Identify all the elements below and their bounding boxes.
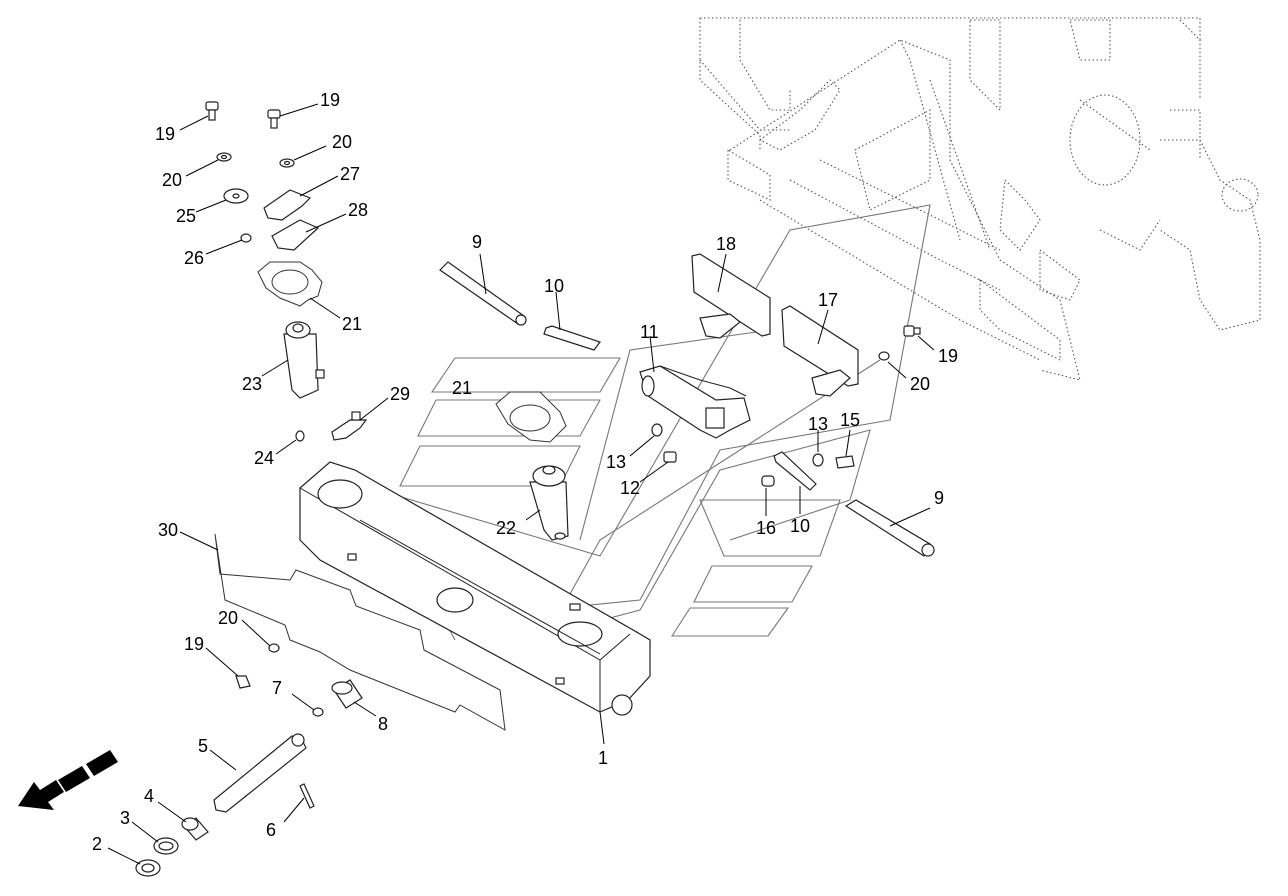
assembly-guide-lines <box>379 204 931 643</box>
pin-9-b <box>844 499 935 557</box>
callout-15: 15 <box>840 410 860 430</box>
cylinder-22 <box>529 465 569 541</box>
ring-13-b <box>812 453 824 467</box>
callout-16: 16 <box>756 518 776 538</box>
bracket-29 <box>331 411 368 441</box>
callout-10: 10 <box>544 276 564 296</box>
gasket-21-b <box>495 391 567 443</box>
ring-3 <box>153 837 179 855</box>
callout-20: 20 <box>218 608 238 628</box>
callout-19: 19 <box>320 90 340 110</box>
callout-25: 25 <box>176 206 196 226</box>
callout-30: 30 <box>158 520 178 540</box>
callout-9: 9 <box>472 232 482 252</box>
fitting-12 <box>663 451 677 463</box>
callout-28: 28 <box>348 200 368 220</box>
fitting-24 <box>295 430 305 442</box>
nut-2 <box>135 859 161 877</box>
washer-20-c <box>878 351 890 361</box>
callout-6: 6 <box>266 820 276 840</box>
bracket-28 <box>271 219 320 251</box>
callout-27: 27 <box>340 164 360 184</box>
callout-12: 12 <box>620 478 640 498</box>
callout-7: 7 <box>272 678 282 698</box>
callout-19: 19 <box>938 346 958 366</box>
washer-20-b <box>279 158 295 168</box>
washer-20-a <box>216 152 232 162</box>
callout-9: 9 <box>934 488 944 508</box>
callout-11: 11 <box>640 322 659 342</box>
main-beam-part-1 <box>299 461 651 716</box>
leader-lines <box>107 103 935 865</box>
link-10-a <box>543 325 601 351</box>
link-10-b <box>773 451 817 491</box>
callout-labels: 19 19 20 20 27 25 28 26 21 23 29 24 9 10… <box>92 90 958 854</box>
callout-29: 29 <box>390 384 410 404</box>
bracket-27 <box>263 189 312 221</box>
machine-frame-background <box>699 17 1261 381</box>
pin-15 <box>835 455 855 469</box>
callout-13: 13 <box>808 414 828 434</box>
washer-20-d <box>268 643 280 653</box>
callout-8: 8 <box>378 714 388 734</box>
callout-10: 10 <box>790 516 810 536</box>
bolt-19-a <box>205 101 219 121</box>
callout-20: 20 <box>162 170 182 190</box>
bolt-19-c <box>903 325 921 337</box>
callout-1: 1 <box>598 748 608 768</box>
forward-direction-arrow-icon <box>18 750 118 810</box>
callout-20: 20 <box>332 132 352 152</box>
grease-fitting-7 <box>312 707 324 717</box>
bushing-8 <box>331 679 363 709</box>
plate-18 <box>691 253 771 339</box>
callout-13: 13 <box>606 452 626 472</box>
callout-26: 26 <box>184 248 204 268</box>
callout-23: 23 <box>242 374 262 394</box>
plug-16 <box>761 475 775 487</box>
callout-4: 4 <box>144 786 154 806</box>
callout-21: 21 <box>452 378 472 398</box>
nut-26 <box>240 233 252 243</box>
callout-17: 17 <box>818 290 838 310</box>
ring-13-a <box>651 423 663 437</box>
valve-block-11 <box>639 365 751 439</box>
bushing-4 <box>181 817 209 841</box>
callout-24: 24 <box>254 448 274 468</box>
pin-6 <box>299 783 315 809</box>
plate-17 <box>781 305 859 397</box>
callout-3: 3 <box>120 808 130 828</box>
callout-20: 20 <box>910 374 930 394</box>
cylinder-23 <box>283 321 325 399</box>
bolt-19-b <box>267 109 281 129</box>
callout-22: 22 <box>496 518 516 538</box>
callout-5: 5 <box>198 736 208 756</box>
pin-9-a <box>439 261 527 326</box>
callout-21: 21 <box>342 314 362 334</box>
washer-25 <box>223 188 249 204</box>
callout-18: 18 <box>716 234 736 254</box>
callout-2: 2 <box>92 834 102 854</box>
cover-plate-part-30 <box>214 533 506 731</box>
gasket-21-a <box>257 261 323 307</box>
shaft-5 <box>213 733 307 813</box>
callout-19: 19 <box>184 634 204 654</box>
callout-19: 19 <box>155 124 175 144</box>
bolt-19-d <box>235 675 251 689</box>
